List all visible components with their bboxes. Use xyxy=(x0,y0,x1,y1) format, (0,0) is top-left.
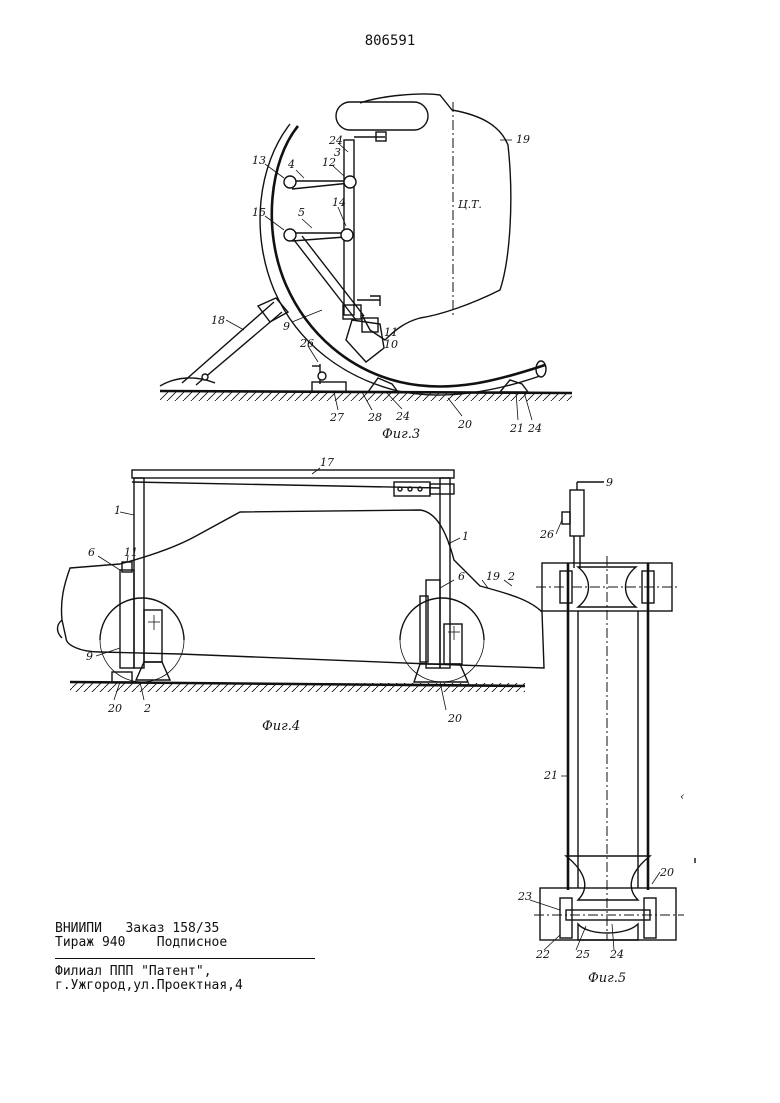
fig4-label-11: 11 xyxy=(124,546,138,559)
fig4-right-column xyxy=(439,477,451,669)
fig3-label-3: 3 xyxy=(334,146,341,159)
fig4-label-17: 17 xyxy=(320,456,334,469)
fig3-arc-rail-outer xyxy=(270,125,546,388)
figure-4: 17 1 1 6 11 6 19 2 9 20 2 20 Фиг.4 xyxy=(56,456,545,734)
fig4-car-body xyxy=(60,509,545,669)
fig3-car-body xyxy=(359,93,512,341)
fig4-label-2-left: 2 xyxy=(143,702,151,715)
fig3-label-24c: 24 xyxy=(527,422,542,435)
fig5-label-23: 23 xyxy=(517,890,532,903)
fig3-post xyxy=(343,139,355,316)
fig3-label-11: 11 xyxy=(384,326,398,339)
fig5-label-26: 26 xyxy=(539,528,554,541)
fig5-label-9: 9 xyxy=(606,476,613,489)
fig3-label-12: 12 xyxy=(322,156,336,169)
imprint-line-1: ВНИИПИ Заказ 158/35 xyxy=(55,921,220,936)
fig3-center-mark: Ц.Т. xyxy=(458,198,482,211)
fig3-label-4: 4 xyxy=(287,158,295,171)
fig3-label-19: 19 xyxy=(516,133,530,146)
fig3-label-15: 15 xyxy=(252,206,266,219)
fig5-label-21: 21 xyxy=(543,769,558,782)
fig3-label-13: 13 xyxy=(252,154,266,167)
fig5-label-25: 25 xyxy=(575,948,590,961)
imprint-line-2: Тираж 940 Подписное xyxy=(55,935,228,950)
figure-3: 24 3 19 13 4 12 15 5 14 18 9 11 10 26 27… xyxy=(159,93,573,442)
fig3-label-28: 28 xyxy=(367,411,382,424)
fig5-label-20: 20 xyxy=(659,866,674,879)
fig3-label-27: 27 xyxy=(329,411,344,424)
fig5-caption: Фиг.5 xyxy=(588,971,626,986)
fig3-label-5: 5 xyxy=(298,206,305,219)
fig4-wheel-left xyxy=(99,597,185,641)
imprint-line-4: г.Ужгород,ул.Проектная,4 xyxy=(55,978,243,993)
fig3-arc-rail-inner xyxy=(259,123,541,396)
fig4-ground xyxy=(69,680,526,692)
imprint-separator xyxy=(55,958,315,959)
fig4-label-1-left: 1 xyxy=(114,504,121,517)
fig3-caption: Фиг.3 xyxy=(382,427,420,442)
fig3-label-26: 26 xyxy=(299,337,314,350)
fig4-wheel-right xyxy=(399,597,485,641)
fig3-label-24: 24 xyxy=(328,134,343,147)
fig3-label-24b: 24 xyxy=(395,410,410,423)
fig3-label-21: 21 xyxy=(509,422,524,435)
fig5-label-24: 24 xyxy=(609,948,624,961)
fig4-label-20-right: 20 xyxy=(447,712,462,725)
fig3-label-14: 14 xyxy=(332,196,346,209)
fig4-caption: Фиг.4 xyxy=(262,719,300,734)
fig4-label-9: 9 xyxy=(86,650,93,663)
fig4-left-column xyxy=(133,477,145,669)
svg-text:‹: ‹ xyxy=(680,790,684,803)
figure-5: 9 26 21 20 23 22 25 24 Фиг.5 xyxy=(517,476,684,986)
fig4-label-6-right: 6 xyxy=(458,570,465,583)
fig3-label-9: 9 xyxy=(283,320,290,333)
document-number: 806591 xyxy=(364,33,416,49)
fig5-label-22: 22 xyxy=(535,948,550,961)
fig4-top-beam xyxy=(131,469,455,479)
fig3-headrest xyxy=(335,101,429,131)
fig3-label-18: 18 xyxy=(211,314,225,327)
fig4-label-2-right: 2 xyxy=(507,570,515,583)
fig4-label-20-left: 20 xyxy=(107,702,122,715)
fig3-label-10: 10 xyxy=(384,338,398,351)
fig3-label-20: 20 xyxy=(457,418,472,431)
imprint-line-3: Филиал ППП "Патент", xyxy=(55,964,212,979)
fig4-label-1-right: 1 xyxy=(462,530,469,543)
fig4-label-19: 19 xyxy=(486,570,500,583)
fig4-label-6-left: 6 xyxy=(88,546,95,559)
